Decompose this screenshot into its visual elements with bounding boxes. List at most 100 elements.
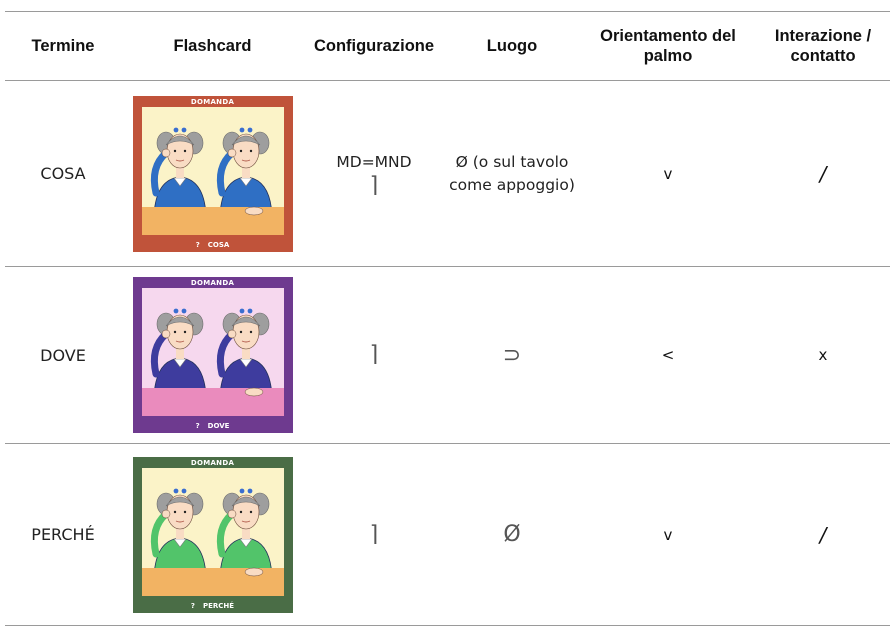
header-configurazione: Configurazione (304, 11, 444, 81)
hair-bow (173, 308, 178, 314)
hand-on-desk (244, 206, 263, 215)
flashcard-caption: ? COSA (133, 241, 293, 249)
table-row: DOVE DOMANDA ?DOVE ⌉ ⊃ < x (5, 266, 890, 444)
question-mark: ? (190, 601, 195, 610)
hair-bow (181, 127, 186, 132)
term-cell: PERCHÉ (5, 443, 121, 626)
flashcard-title: DOMANDA (190, 458, 235, 467)
eye-dot (239, 330, 242, 334)
hair-bow (181, 488, 186, 493)
flashcard: DOMANDA ? PERCHÉ (132, 456, 293, 613)
flashcard-label: COSA (207, 240, 230, 249)
hair-bow (239, 127, 244, 132)
hand-shape (161, 509, 170, 518)
eye-dot (183, 510, 186, 513)
orientamento-cell: v (580, 80, 756, 267)
hand-shape (161, 329, 170, 339)
hand-shape (161, 148, 170, 157)
header-luogo: Luogo (444, 11, 580, 81)
luogo-cell: Ø (444, 443, 580, 626)
header-interazione: Interazione / contatto (756, 11, 890, 81)
neck-shape (241, 166, 250, 178)
handshape-glyph: ⌉ (369, 521, 379, 547)
orientamento-cell: v (580, 443, 756, 626)
hair-bow (247, 308, 252, 314)
flashcard-title: DOMANDA (190, 97, 235, 106)
flashcard-illustration (141, 106, 284, 235)
configurazione-cell: ⌉ (304, 266, 444, 444)
hand-on-desk (244, 567, 263, 576)
table-row: COSA DOMANDA ? COSA MD=MND ⌉ Ø (o sul tav… (5, 80, 890, 267)
fringe-shape (231, 316, 260, 327)
flashcard-drawing (141, 288, 284, 416)
neck-shape (175, 527, 184, 539)
question-mark: ? (195, 240, 200, 249)
flashcard-caption: ?DOVE (133, 422, 293, 430)
interazione-cell: / (756, 443, 890, 626)
hand-on-desk (244, 387, 263, 397)
fringe-shape (231, 135, 260, 145)
mouth-line (241, 520, 250, 522)
hair-bow (181, 308, 186, 314)
sign-table: Termine Flashcard Configurazione Luogo O… (5, 11, 890, 626)
interazione-cell: / (756, 80, 890, 267)
header-orientamento: Orientamento del palmo (580, 11, 756, 81)
flashcard-caption: ? PERCHÉ (133, 602, 293, 610)
neck-shape (241, 527, 250, 539)
flashcard: DOMANDA ? COSA (132, 95, 293, 252)
flashcard-illustration (141, 288, 284, 416)
flashcard-illustration (141, 467, 284, 596)
mouth-line (175, 159, 184, 161)
hair-bow (247, 488, 252, 493)
eye-dot (173, 330, 176, 334)
eye-dot (173, 149, 176, 152)
neck-shape (241, 348, 250, 359)
fringe-shape (165, 316, 194, 327)
eye-dot (249, 510, 252, 513)
hair-bow (173, 127, 178, 132)
fringe-shape (231, 496, 260, 506)
flashcard: DOMANDA ?DOVE (132, 277, 293, 433)
fringe-shape (165, 496, 194, 506)
flashcard-cell: DOMANDA ?DOVE (121, 266, 304, 444)
flashcard-drawing (141, 106, 284, 235)
flashcard-cell: DOMANDA ? COSA (121, 80, 304, 267)
flashcard-title: DOMANDA (190, 279, 235, 287)
neck-shape (175, 348, 184, 359)
luogo-cell: Ø (o sul tavolo come appoggio) (444, 80, 580, 267)
orientamento-cell: < (580, 266, 756, 444)
header-termine: Termine (5, 11, 121, 81)
eye-dot (183, 149, 186, 152)
flashcard-drawing (141, 467, 284, 596)
luogo-cell: ⊃ (444, 266, 580, 444)
term-cell: COSA (5, 80, 121, 267)
question-mark: ? (195, 422, 200, 430)
hair-bow (239, 488, 244, 493)
eye-dot (239, 510, 242, 513)
handshape-glyph: ⌉ (369, 342, 379, 367)
hair-bow (247, 127, 252, 132)
config-text: MD=MND (336, 152, 412, 171)
eye-dot (249, 149, 252, 152)
eye-dot (183, 330, 186, 334)
hair-bow (173, 488, 178, 493)
flashcard-cell: DOMANDA ? PERCHÉ (121, 443, 304, 626)
header-row: Termine Flashcard Configurazione Luogo O… (5, 11, 890, 81)
hand-shape (227, 148, 236, 157)
term-cell: DOVE (5, 266, 121, 444)
eye-dot (239, 149, 242, 152)
handshape-glyph: ⌉ (369, 172, 379, 198)
interazione-cell: x (756, 266, 890, 444)
mouth-line (175, 340, 184, 343)
eye-dot (173, 510, 176, 513)
configurazione-cell: MD=MND ⌉ (304, 80, 444, 267)
fringe-shape (165, 135, 194, 145)
neck-shape (175, 166, 184, 178)
hand-shape (227, 509, 236, 518)
mouth-line (241, 159, 250, 161)
hair-bow (239, 308, 244, 314)
eye-dot (249, 330, 252, 334)
flashcard-label: PERCHÉ (202, 601, 235, 610)
table-row: PERCHÉ DOMANDA ? PERCHÉ ⌉ Ø v / (5, 443, 890, 626)
